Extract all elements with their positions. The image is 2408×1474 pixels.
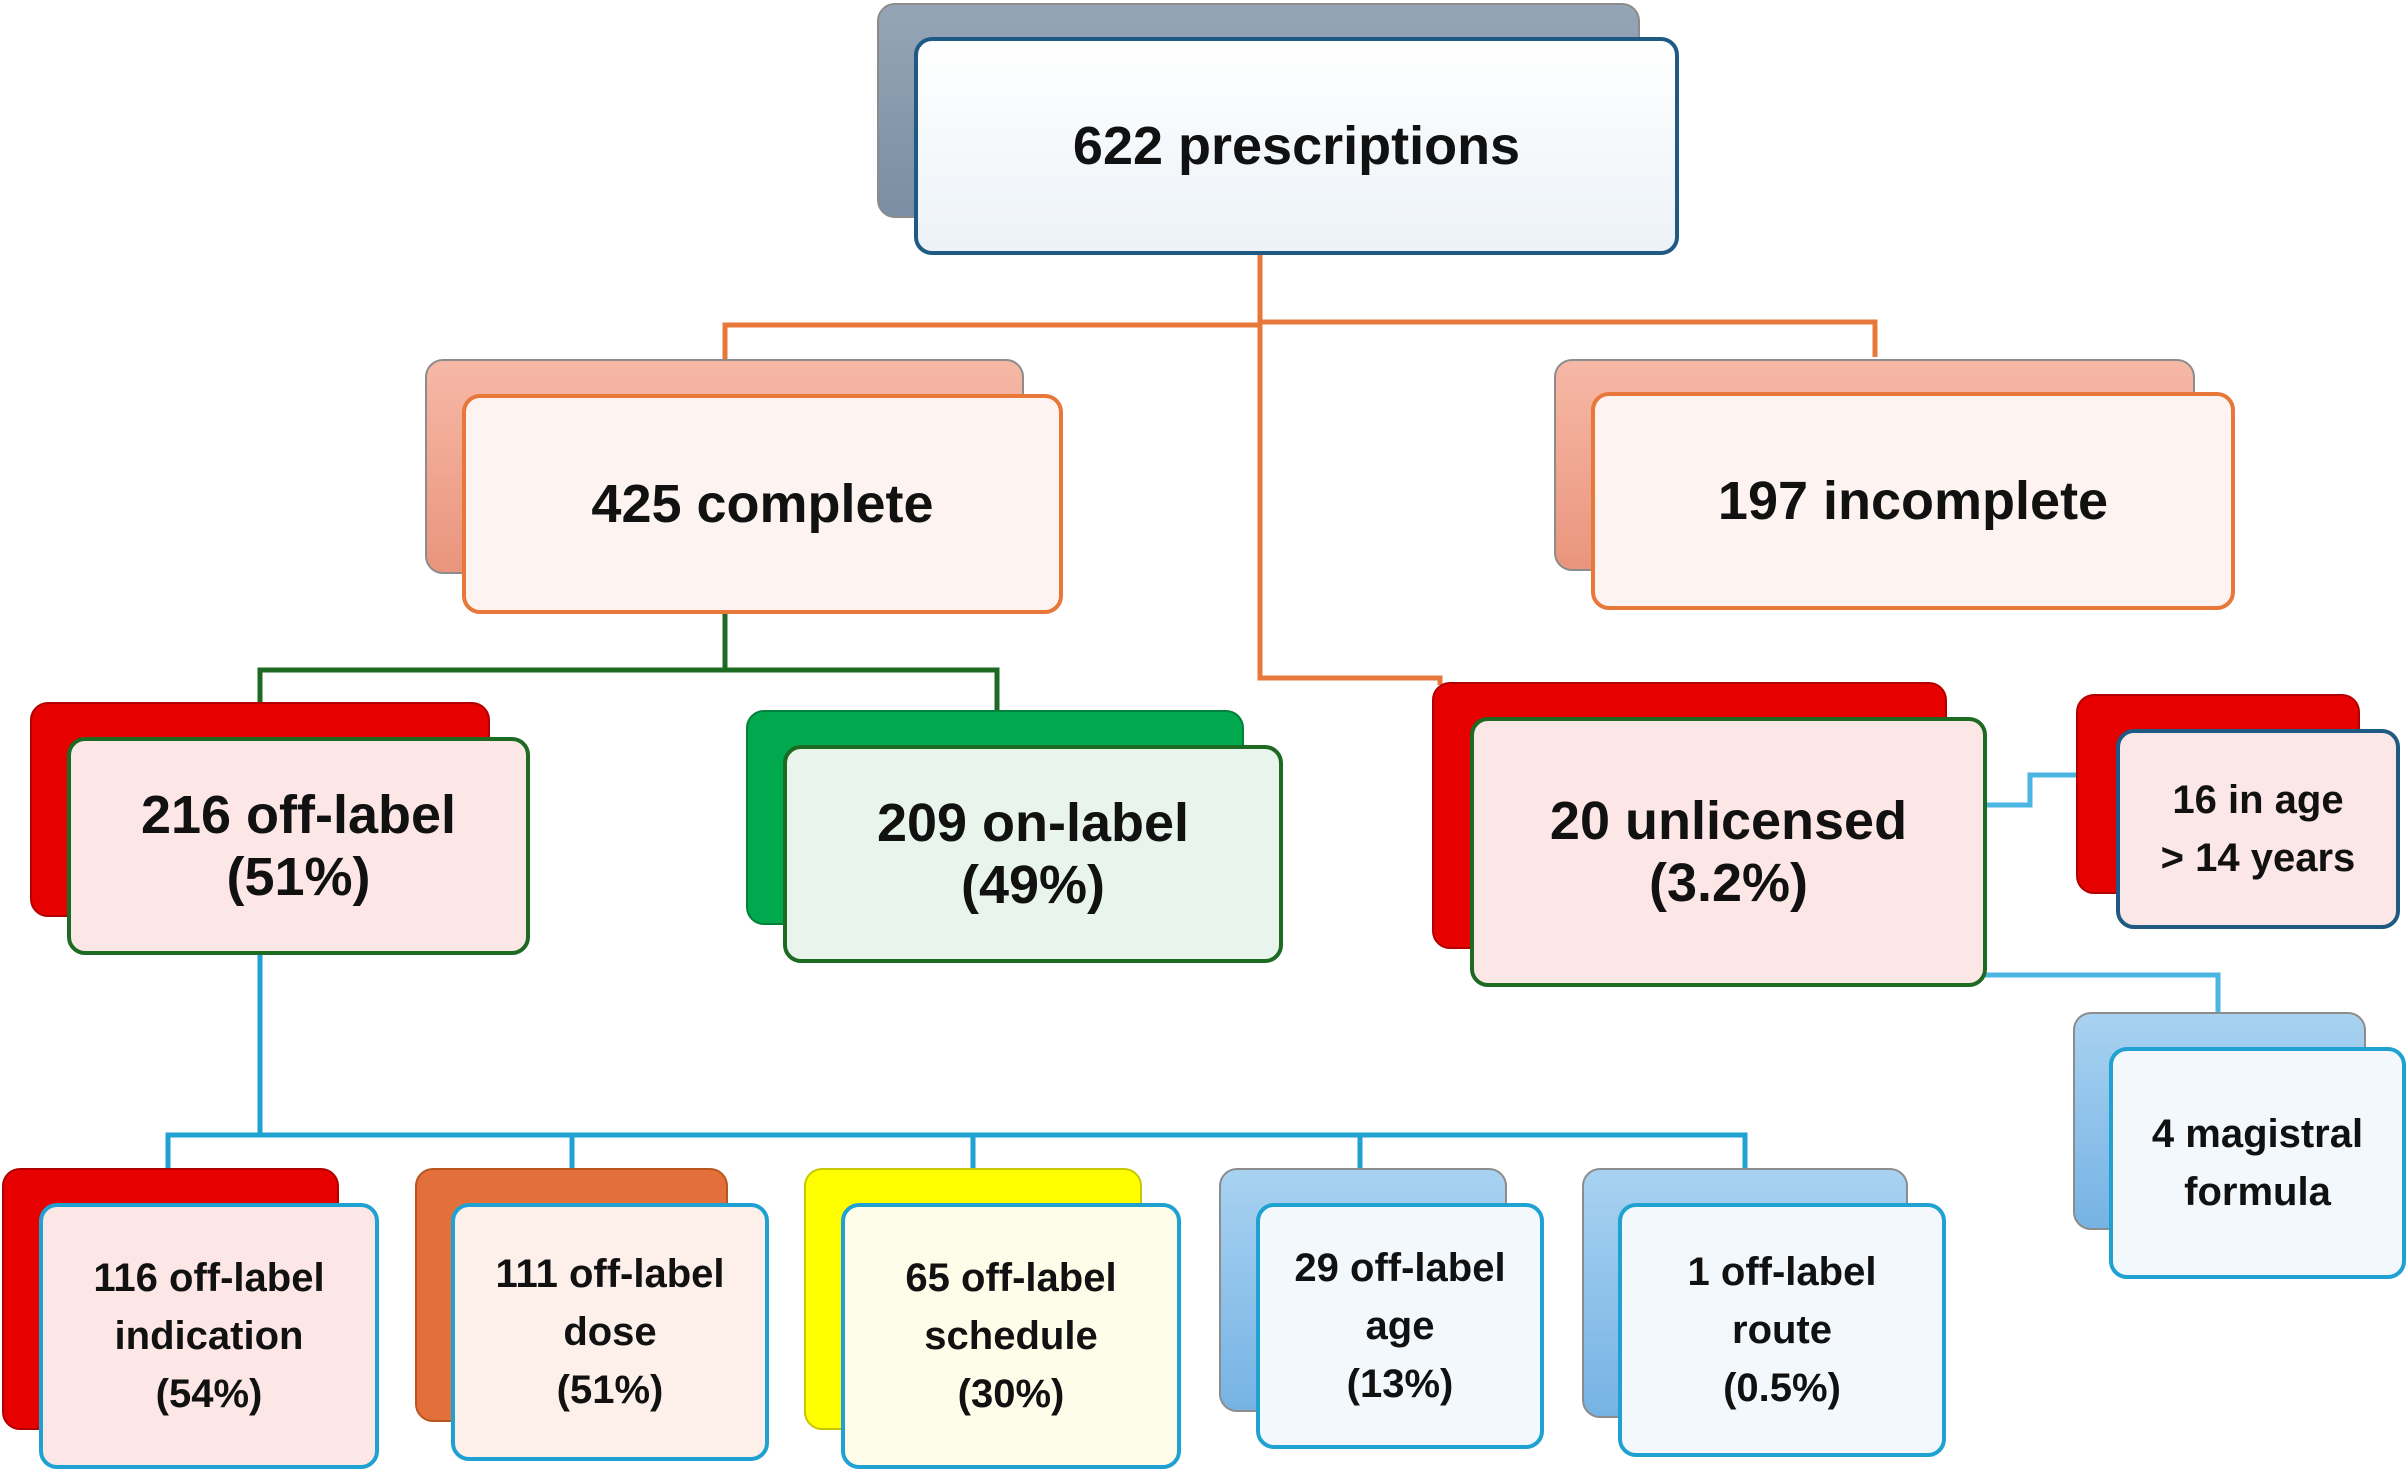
connector-unlicensed-age [1985, 772, 2080, 808]
node-unlicensed-percent: (3.2%) [1648, 853, 1809, 913]
connector-root-incomplete [1257, 255, 1878, 357]
node-schedule-line3: (30%) [957, 1372, 1065, 1416]
node-incomplete-label: 197 incomplete [1717, 471, 2109, 531]
node-age-over-14-line1: 16 in age [2172, 778, 2344, 822]
node-indication-line1: 116 off-label [93, 1256, 325, 1300]
node-magistral-line1: 4 magistral [2151, 1112, 2364, 1156]
node-dose-line3: (51%) [556, 1368, 664, 1412]
node-off-label: 216 off-label (51%) [30, 700, 530, 958]
node-age-line2: age [1365, 1304, 1435, 1348]
connector-complete-onlabel [725, 667, 1000, 712]
node-off-label-count: 216 off-label [140, 785, 457, 845]
node-route: 1 off-label route (0.5%) [1580, 1166, 1948, 1460]
node-root: 622 prescriptions [875, 0, 1680, 260]
node-age-over-14-line2: > 14 years [2160, 836, 2356, 880]
node-complete: 425 complete [423, 357, 1063, 617]
node-schedule-line2: schedule [924, 1314, 1098, 1358]
node-age-box: 29 off-label age (13%) [1256, 1203, 1544, 1449]
node-indication-line2: indication [114, 1314, 304, 1358]
node-age-over-14: 16 in age > 14 years [2076, 692, 2400, 934]
node-schedule-box: 65 off-label schedule (30%) [841, 1203, 1181, 1469]
connector-root-unlicensed [1257, 322, 1443, 685]
node-magistral: 4 magistral formula [2072, 1010, 2406, 1279]
node-age-line1: 29 off-label [1294, 1246, 1506, 1290]
node-incomplete: 197 incomplete [1552, 357, 2235, 612]
node-complete-box: 425 complete [462, 394, 1063, 614]
connector-offlabel-bus [165, 1132, 1748, 1172]
node-off-label-percent: (51%) [226, 847, 371, 907]
node-on-label-box: 209 on-label (49%) [783, 745, 1283, 963]
node-dose-box: 111 off-label dose (51%) [451, 1203, 769, 1461]
node-unlicensed-count: 20 unlicensed [1549, 791, 1908, 851]
node-incomplete-box: 197 incomplete [1591, 392, 2235, 610]
node-dose-line1: 111 off-label [495, 1252, 725, 1296]
node-route-line3: (0.5%) [1723, 1366, 1841, 1410]
node-off-label-box: 216 off-label (51%) [67, 737, 530, 955]
node-age: 29 off-label age (13%) [1217, 1166, 1547, 1452]
node-on-label-percent: (49%) [960, 855, 1106, 915]
node-complete-label: 425 complete [591, 474, 934, 534]
node-indication-line3: (54%) [155, 1372, 263, 1416]
node-on-label: 209 on-label (49%) [745, 710, 1285, 965]
node-indication: 116 off-label indication (54%) [2, 1166, 380, 1472]
node-magistral-box: 4 magistral formula [2109, 1047, 2406, 1279]
node-route-line1: 1 off-label [1687, 1250, 1877, 1294]
node-schedule: 65 off-label schedule (30%) [802, 1166, 1182, 1472]
node-on-label-count: 209 on-label [876, 793, 1190, 853]
node-unlicensed-box: 20 unlicensed (3.2%) [1470, 717, 1987, 987]
connector-complete-offlabel [257, 614, 728, 705]
node-dose: 111 off-label dose (51%) [413, 1166, 770, 1464]
node-age-over-14-box: 16 in age > 14 years [2116, 729, 2400, 929]
node-magistral-line2: formula [2184, 1170, 2331, 1214]
node-route-box: 1 off-label route (0.5%) [1618, 1203, 1946, 1457]
node-route-line2: route [1732, 1308, 1832, 1352]
node-age-line3: (13%) [1346, 1362, 1454, 1406]
node-root-box: 622 prescriptions [914, 37, 1679, 255]
node-unlicensed: 20 unlicensed (3.2%) [1432, 680, 1987, 988]
node-indication-box: 116 off-label indication (54%) [39, 1203, 379, 1469]
node-dose-line2: dose [563, 1310, 657, 1354]
node-root-label: 622 prescriptions [1072, 116, 1521, 176]
node-schedule-line1: 65 off-label [905, 1256, 1117, 1300]
